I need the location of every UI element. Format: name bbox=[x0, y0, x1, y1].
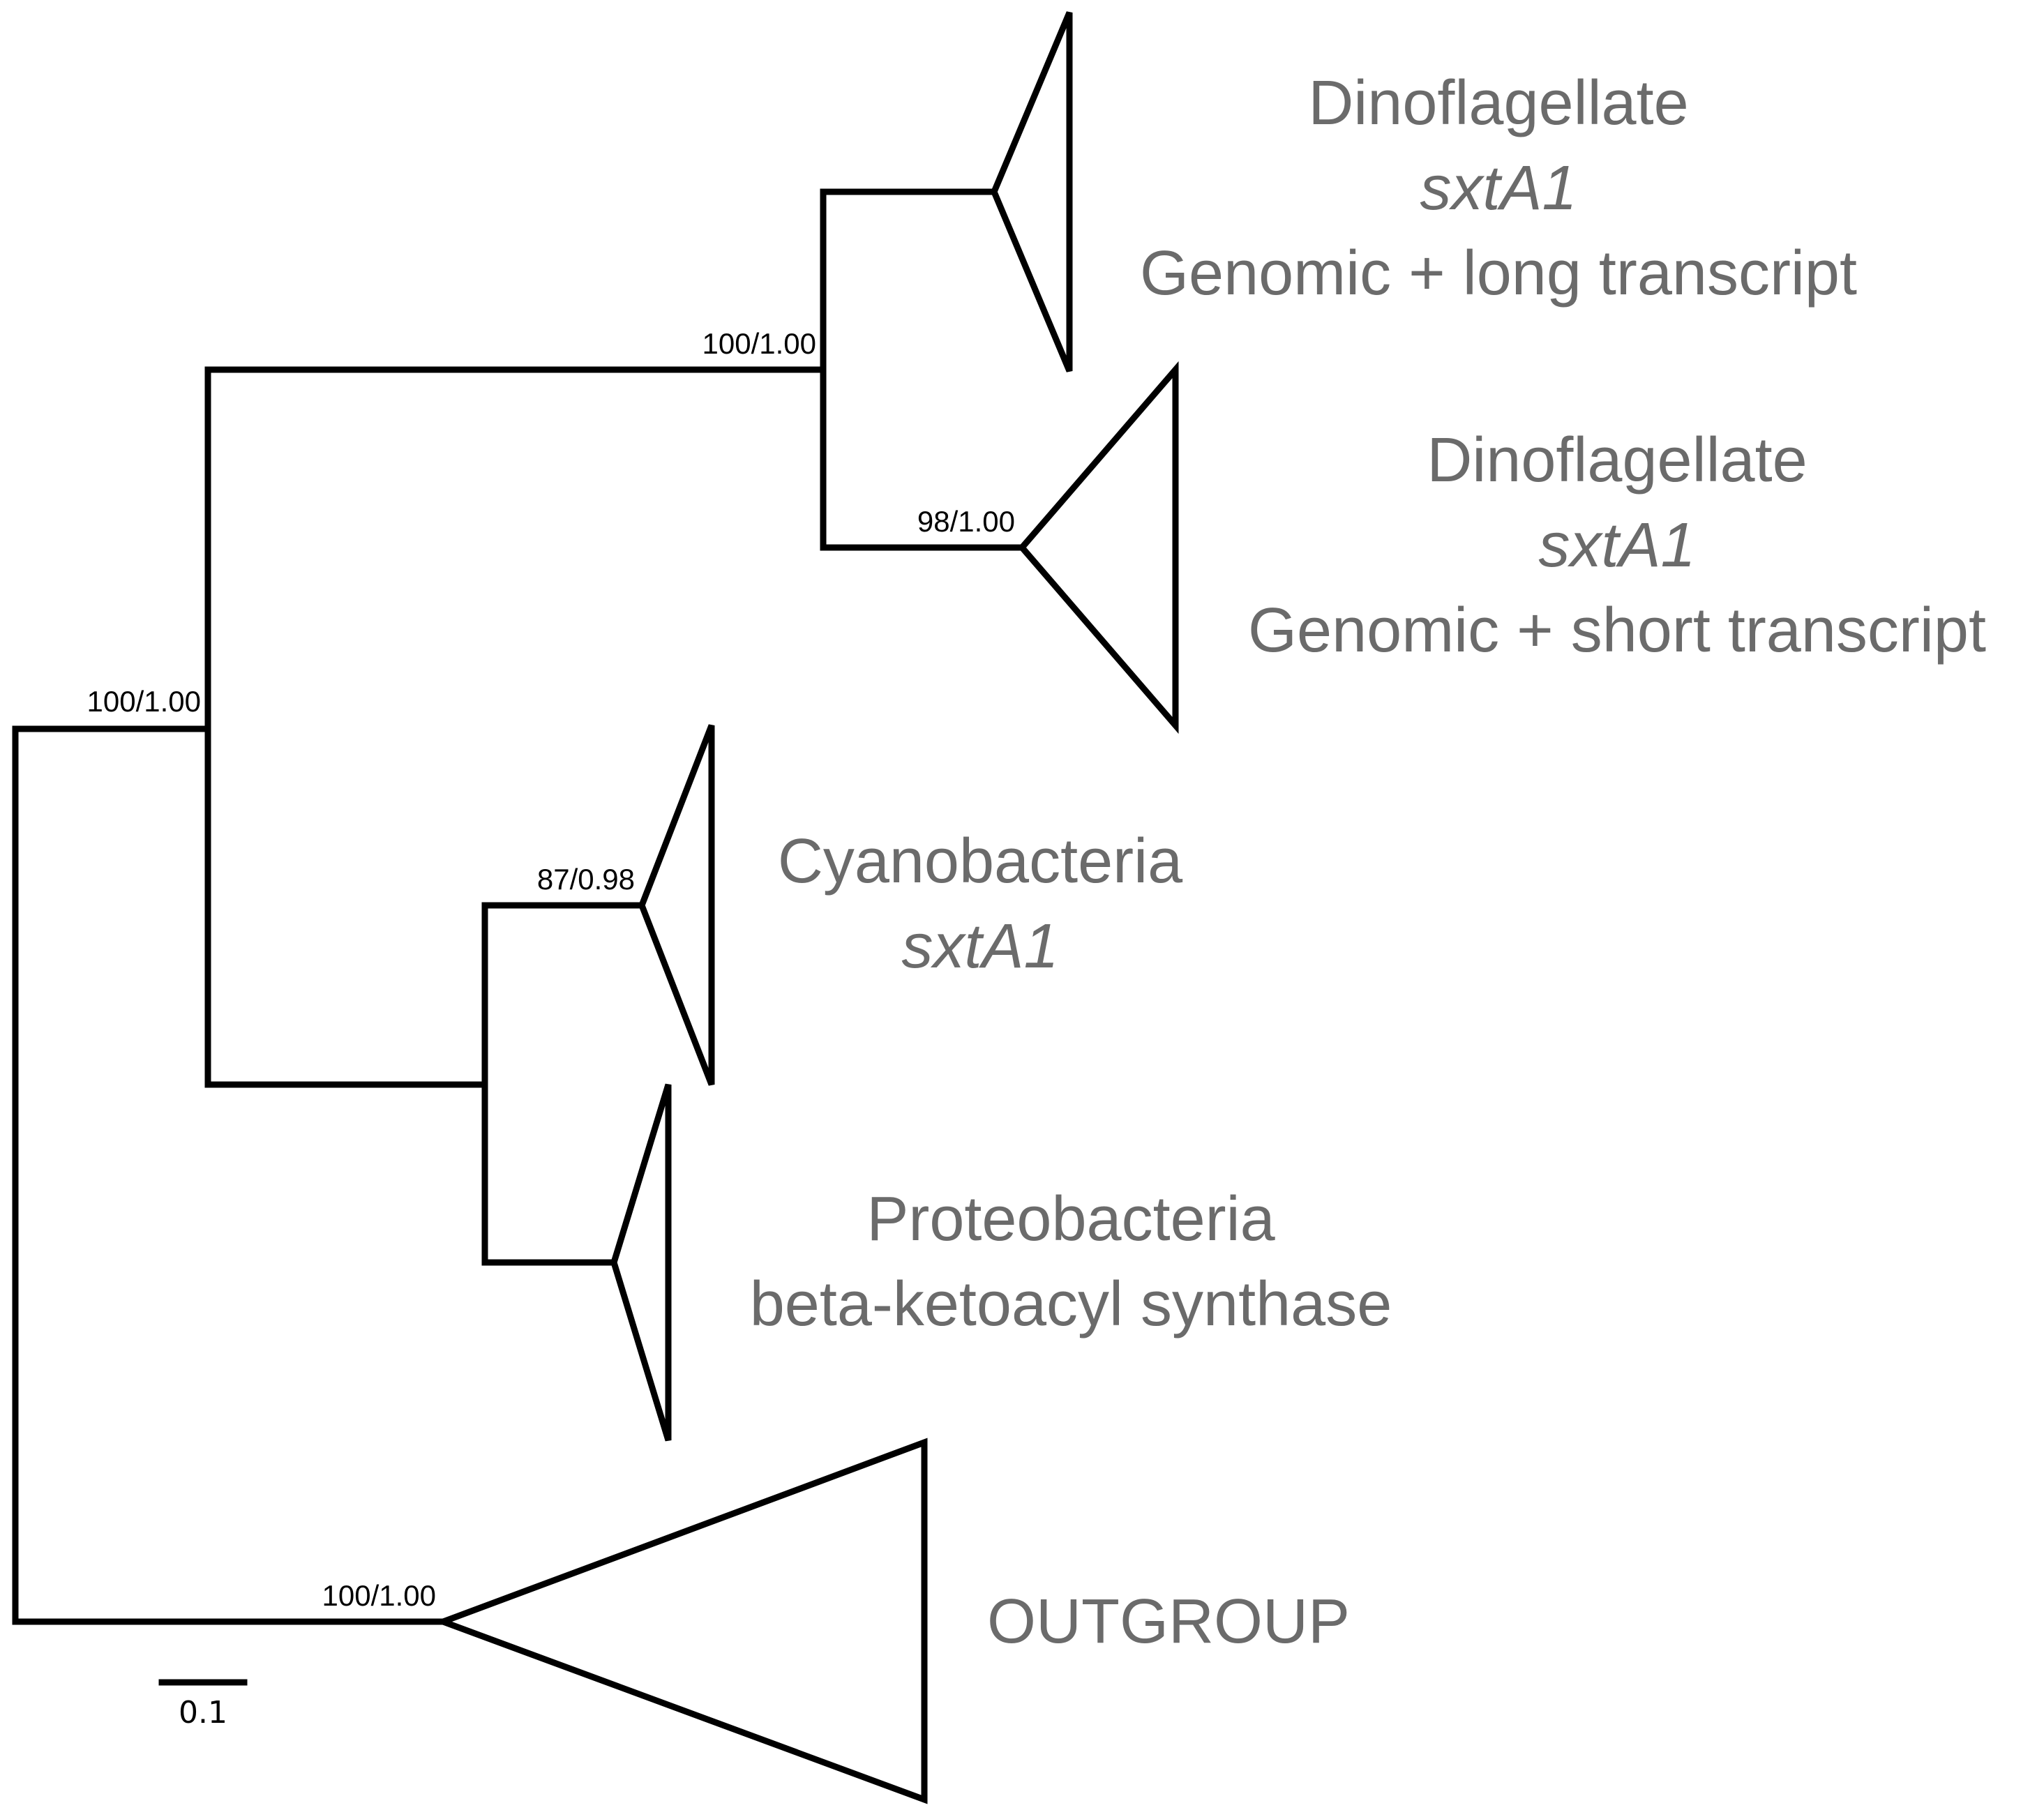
clade-label-cyanobacteria-group: Cyanobacteria bbox=[778, 827, 1183, 896]
clade-label-proteobacteria: Proteobacteria beta-ketoacyl synthase bbox=[750, 1184, 1392, 1339]
scale-bar: 0.1 bbox=[158, 1679, 248, 1730]
clade-label-cyanobacteria: Cyanobacteria sxtA1 bbox=[778, 827, 1183, 981]
ingroup-branch bbox=[204, 366, 827, 1088]
collapsed-clades bbox=[434, 11, 1179, 1804]
clade-label-dino-long-group: Dinoflagellate bbox=[1308, 68, 1688, 138]
scale-bar-label: 0.1 bbox=[179, 1695, 227, 1730]
clade-triangle-dino-short bbox=[1018, 361, 1179, 734]
clade-label-cyanobacteria-gene: sxtA1 bbox=[901, 912, 1058, 981]
dinoflagellate-branch bbox=[820, 188, 1025, 551]
support-value-outgroup: 100/1.00 bbox=[322, 1579, 437, 1612]
bacteria-branch bbox=[481, 902, 645, 1266]
clade-label-proteobacteria-group: Proteobacteria bbox=[866, 1184, 1275, 1254]
clade-label-dino-short-group: Dinoflagellate bbox=[1427, 425, 1807, 495]
clade-labels: Dinoflagellate sxtA1 Genomic + long tran… bbox=[750, 68, 1986, 1657]
clade-label-dino-long-gene: sxtA1 bbox=[1420, 153, 1577, 223]
clade-label-outgroup: OUTGROUP bbox=[987, 1587, 1350, 1657]
clade-triangle-dino-long bbox=[991, 11, 1073, 372]
tree-branches bbox=[12, 188, 1025, 1625]
clade-label-dino-short: Dinoflagellate sxtA1 Genomic + short tra… bbox=[1248, 425, 1986, 665]
clade-label-dino-short-gene: sxtA1 bbox=[1538, 511, 1695, 580]
clade-triangle-outgroup bbox=[434, 1438, 928, 1804]
support-value-cyanobacteria: 87/0.98 bbox=[537, 863, 635, 896]
clade-label-proteobacteria-gene: beta-ketoacyl synthase bbox=[750, 1269, 1392, 1339]
clade-label-dino-long-type: Genomic + long transcript bbox=[1140, 239, 1857, 308]
root-branch bbox=[12, 725, 446, 1625]
clade-label-dino-long: Dinoflagellate sxtA1 Genomic + long tran… bbox=[1140, 68, 1857, 308]
support-value-dinoflagellate: 100/1.00 bbox=[702, 327, 817, 360]
clade-label-dino-short-type: Genomic + short transcript bbox=[1248, 596, 1986, 665]
clade-triangle-proteobacteria bbox=[610, 1083, 672, 1442]
support-values: 100/1.00 100/1.00 98/1.00 87/0.98 100/1.… bbox=[87, 327, 1016, 1612]
clade-triangle-cyanobacteria bbox=[638, 724, 715, 1086]
support-value-root: 100/1.00 bbox=[87, 685, 202, 718]
support-value-short-transcript: 98/1.00 bbox=[917, 505, 1015, 538]
